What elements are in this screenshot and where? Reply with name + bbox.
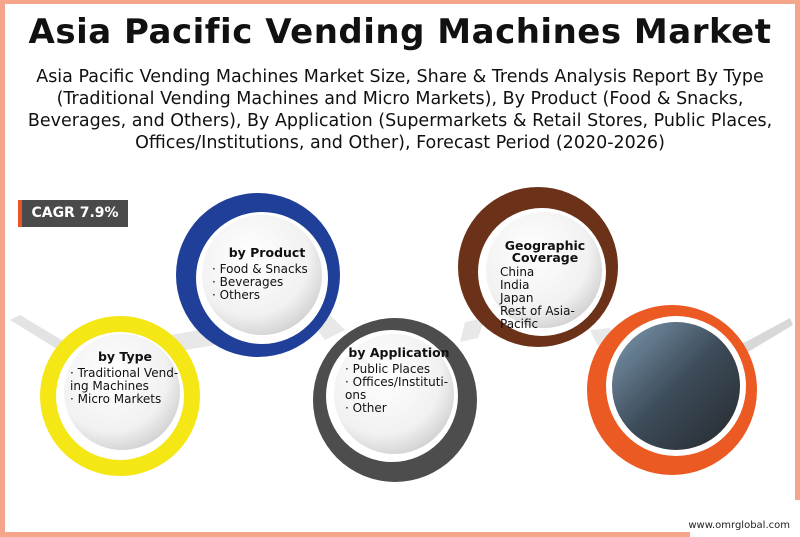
segment-geography: Geographic Coverage China India Japan Re… bbox=[500, 238, 590, 331]
cagr-badge: CAGR 7.9% bbox=[18, 200, 128, 227]
segment-item: Micro Markets bbox=[70, 393, 180, 406]
website-link[interactable]: www.omrglobal.com bbox=[688, 520, 790, 531]
segment-item: Beverages bbox=[212, 276, 322, 289]
segment-heading: by Product bbox=[228, 245, 306, 260]
ring-geography bbox=[458, 187, 618, 347]
page-title: Asia Pacific Vending Machines Market bbox=[28, 12, 772, 52]
frame-bottom bbox=[0, 532, 690, 537]
segment-product: by Product Food & Snacks Beverages Other… bbox=[212, 246, 322, 302]
segment-item: India bbox=[500, 278, 530, 292]
segment-item: China bbox=[500, 265, 535, 279]
segment-item: Traditional Vend-ing Machines bbox=[70, 367, 180, 393]
page-subtitle: Asia Pacific Vending Machines Market Siz… bbox=[27, 67, 773, 153]
frame-right bbox=[795, 0, 800, 500]
segment-heading: by Type bbox=[97, 349, 153, 364]
segment-type: by Type Traditional Vend-ing Machines Mi… bbox=[70, 350, 180, 406]
frame-left bbox=[0, 0, 5, 537]
segment-application: by Application Public Places Offices/Ins… bbox=[345, 346, 453, 415]
segment-item: Rest of Asia-Pacific bbox=[500, 304, 575, 331]
segment-heading: by Application bbox=[348, 345, 450, 360]
segment-item: Offices/Instituti-ons bbox=[345, 376, 453, 402]
segment-item: Japan bbox=[500, 291, 534, 305]
ring-image bbox=[587, 305, 757, 475]
frame-top bbox=[0, 0, 800, 4]
segment-heading: Geographic Coverage bbox=[504, 238, 586, 265]
vending-machine-photo bbox=[612, 322, 740, 450]
segment-item: Public Places bbox=[345, 363, 453, 376]
segment-item: Others bbox=[212, 289, 322, 302]
segment-item: Other bbox=[345, 402, 453, 415]
segment-item: Food & Snacks bbox=[212, 263, 322, 276]
